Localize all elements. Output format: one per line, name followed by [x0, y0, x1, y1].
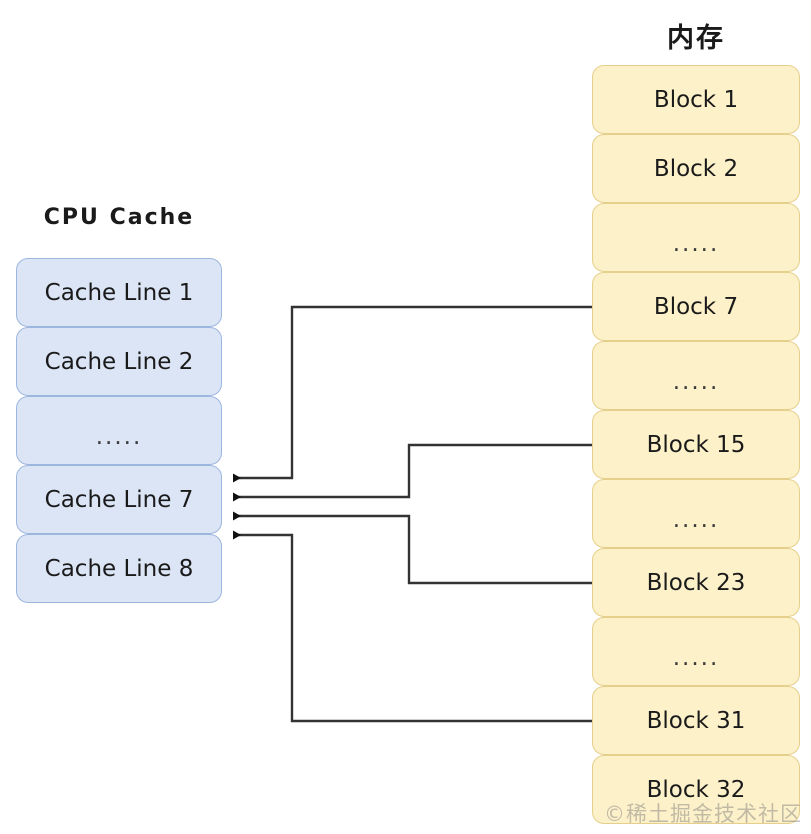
memory-block-cell-source[interactable]: Block 23 [592, 548, 800, 617]
memory-block-ellipsis-cell: ..... [592, 617, 800, 686]
memory-title: 内存 [667, 23, 725, 54]
memory-block-ellipsis-cell: ..... [592, 203, 800, 272]
cpu-cache-title: CPU Cache [43, 205, 195, 230]
cache-line-cell-target[interactable]: Cache Line 7 [16, 465, 222, 534]
memory-block-ellipsis-cell: ..... [592, 479, 800, 548]
connector-block7-to-cacheline7 [233, 305, 592, 483]
cache-line-cell[interactable]: Cache Line 8 [16, 534, 222, 603]
memory-block-cell[interactable]: Block 2 [592, 134, 800, 203]
memory-block-cell-source[interactable]: Block 31 [592, 686, 800, 755]
cache-line-cell[interactable]: Cache Line 1 [16, 258, 222, 327]
memory-block-cell[interactable]: Block 32 [592, 755, 800, 824]
memory-block-cell[interactable]: Block 1 [592, 65, 800, 134]
memory-block-cell-source[interactable]: Block 7 [592, 272, 800, 341]
watermark: ©稀土掘金技术社区 [604, 802, 802, 826]
memory-block-cell-source[interactable]: Block 15 [592, 410, 800, 479]
cache-line-ellipsis-cell: ..... [16, 396, 222, 465]
connector-block31-to-cacheline7 [233, 530, 592, 723]
cache-line-cell[interactable]: Cache Line 2 [16, 327, 222, 396]
connector-block23-to-cacheline7 [233, 511, 592, 585]
memory-block-ellipsis-cell: ..... [592, 341, 800, 410]
connector-block15-to-cacheline7 [233, 443, 592, 502]
